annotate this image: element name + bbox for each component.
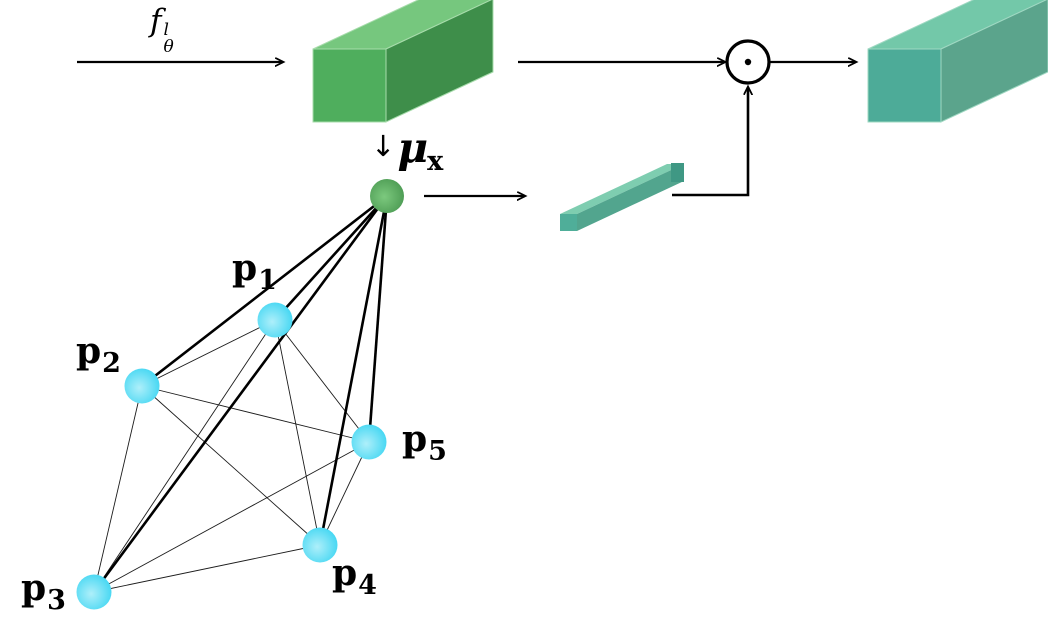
node-label-p2-base: p [76, 330, 102, 372]
node-label-p5-base: p [402, 418, 428, 460]
graph-edge-mu-p2 [141, 194, 388, 388]
output-box-front-face [867, 48, 942, 123]
feature-map-box-front-face [312, 48, 387, 123]
graph-edge-mu-p3 [92, 195, 389, 593]
mu-label: ↓μx [371, 123, 443, 177]
graph-node-p5 [351, 424, 387, 460]
graph-node-p2 [124, 368, 160, 404]
graph-edge-p4-p5 [319, 441, 370, 546]
graph-edge-p2-p3 [93, 385, 143, 593]
down-arrow-icon: ↓ [371, 129, 396, 163]
node-label-p5-sub: 5 [428, 436, 447, 467]
weight-vector-bar [560, 163, 684, 231]
node-label-p1-base: p [232, 247, 258, 289]
node-label-p3: p3 [21, 567, 66, 616]
graph-edge-p1-p4 [274, 319, 321, 546]
graph-nodes [76, 179, 404, 610]
graph-edge-p2-p4 [141, 385, 321, 546]
graph-edge-p3-p4 [93, 544, 321, 593]
node-label-p5: p5 [402, 418, 447, 467]
graph-edge-mu-p4 [318, 195, 389, 546]
vector-to-operator-connector [672, 87, 748, 197]
function-label-base: f [150, 3, 162, 39]
elementwise-product-operator [725, 39, 771, 85]
vector-top-face [560, 164, 684, 214]
node-label-p1-sub: 1 [258, 265, 277, 296]
graph-edges [92, 194, 389, 593]
mu-label-subscript: x [427, 146, 444, 177]
vector-front-face [560, 214, 577, 231]
node-label-p2-sub: 2 [102, 348, 121, 379]
mu-label-base: μ [397, 123, 429, 172]
vector-side-face [577, 164, 684, 231]
graph-edge-p1-p5 [274, 319, 370, 443]
function-label-subscript: θ [163, 37, 174, 57]
graph-node-p3 [76, 574, 112, 610]
node-label-p3-sub: 3 [47, 585, 66, 616]
node-label-p4-base: p [332, 552, 358, 594]
graph-edge-mu-p5 [367, 195, 389, 443]
graph-edge-p3-p5 [93, 441, 370, 593]
output-box [867, 0, 1048, 123]
graph-edge-p1-p2 [141, 319, 276, 387]
graph-node-p4 [302, 527, 338, 563]
node-label-p4: p4 [332, 552, 377, 601]
graph-node-mu [370, 179, 404, 213]
node-label-p3-base: p [21, 567, 47, 609]
node-label-p1: p1 [232, 247, 277, 296]
graph-node-p1 [257, 302, 293, 338]
graph-edge-p2-p5 [141, 385, 370, 443]
graph-edge-p1-p3 [93, 319, 276, 593]
function-label-superscript: l [163, 20, 169, 40]
node-label-p2: p2 [76, 330, 121, 379]
feature-map-box [312, 0, 494, 123]
node-label-p4-sub: 4 [358, 570, 377, 601]
vector-end-face [671, 163, 684, 182]
operator-dot [744, 58, 752, 66]
graph-edge-mu-p1 [274, 195, 388, 321]
